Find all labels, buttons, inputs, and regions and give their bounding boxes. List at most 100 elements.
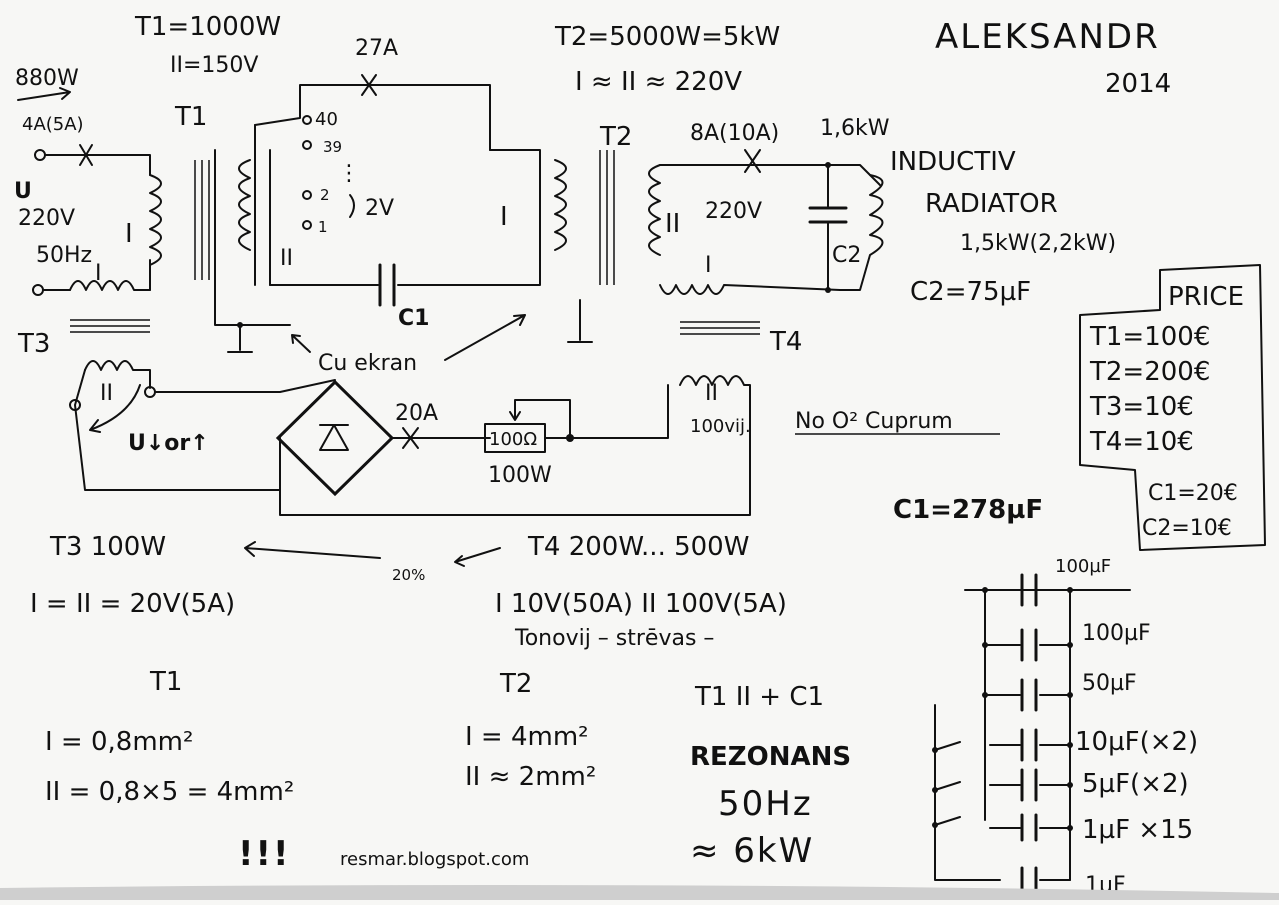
page-bottom-shadow xyxy=(0,884,1279,900)
bridge-return-wire xyxy=(279,429,751,516)
arrow-icon xyxy=(291,334,311,353)
t4-note: Tonovij – strēvas – xyxy=(514,626,714,651)
radiator-power: 1,5kW(2,2kW) xyxy=(960,231,1116,256)
rheostat-wiper xyxy=(509,384,669,439)
input-terminal-top xyxy=(34,149,46,161)
t2-voltage: I ≈ II ≈ 220V xyxy=(575,67,742,97)
bridge-rectifier xyxy=(275,379,395,497)
ground-node xyxy=(237,322,243,328)
t1-power: T1=1000W xyxy=(134,12,281,42)
cu-ekran-label: Cu ekran xyxy=(318,351,417,376)
resistor-power: 100W xyxy=(488,463,552,488)
price-c1: C1=20€ xyxy=(1148,481,1238,506)
cap-50uf: 50µF xyxy=(1082,671,1137,696)
resonance-line4: ≈ 6kW xyxy=(690,831,814,871)
t4-turns: 100vij. xyxy=(690,416,751,437)
input-frequency: 50Hz xyxy=(36,243,92,268)
bridge-current: 20A xyxy=(395,401,438,426)
t1-step-voltage: 2V xyxy=(365,196,394,221)
t2-primary-lead xyxy=(489,149,541,261)
input-u: U xyxy=(14,179,32,204)
t3-secondary-coil xyxy=(84,360,151,389)
t3-lead-left xyxy=(74,369,281,491)
adjust-arrow-icon xyxy=(89,384,141,433)
brace-icon xyxy=(349,194,355,218)
resonance-line1: T1 II + C1 xyxy=(694,682,824,712)
t4-core xyxy=(680,321,760,335)
t3-terminal xyxy=(69,399,81,411)
node-dot xyxy=(566,434,574,442)
no-o2-cuprum: No O² Cuprum xyxy=(795,409,953,434)
wires-t2-title: T2 xyxy=(499,669,532,699)
price-t4: T4=10€ xyxy=(1089,427,1194,457)
t2-label: T2 xyxy=(599,122,632,152)
resonance-line2: REZONANS xyxy=(690,742,851,772)
t2-voltage: 220V xyxy=(705,199,762,224)
node-dot xyxy=(825,162,831,168)
current-27a: 27A xyxy=(355,36,398,61)
t4-secondary-coil xyxy=(679,375,751,431)
fuse-20a-cross-icon xyxy=(402,427,419,449)
footer-url: resmar.blogspot.com xyxy=(340,849,529,870)
input-winding-label: I xyxy=(95,261,102,286)
cap-bank-rails xyxy=(984,589,1071,881)
fuse-27a-cross-icon xyxy=(361,74,377,96)
t1-secondary-leads xyxy=(254,124,271,286)
t1-tap-40: 40 xyxy=(315,109,338,130)
cap-100uf-b: 100µF xyxy=(1082,621,1151,646)
wires-t1-note: !!! xyxy=(238,834,291,874)
t1-primary-coil xyxy=(149,174,162,291)
cap-5uf: 5µF(×2) xyxy=(1082,769,1189,799)
wires-t2-secondary: II ≈ 2mm² xyxy=(465,762,596,792)
author-name: ALEKSANDR xyxy=(935,17,1160,57)
t2-primary-coil xyxy=(554,159,567,251)
radiator-label: RADIATOR xyxy=(925,189,1058,219)
cap-bank-switch-rail xyxy=(934,704,1001,881)
t1-to-t2-wire-top xyxy=(254,84,491,151)
t4-winding-label: II xyxy=(705,381,718,406)
arrow-icon xyxy=(444,314,526,361)
t3-voltage-spec: I = II = 20V(5A) xyxy=(30,589,235,619)
c1-label: C1 xyxy=(398,306,429,331)
c2-label: C2 xyxy=(832,243,861,268)
inductiv-label: INDUCTIV xyxy=(890,147,1016,177)
t4-primary-coil xyxy=(659,284,841,295)
t1-secondary-label: II xyxy=(280,246,293,271)
t2-primary-label: I xyxy=(500,202,508,232)
t2-winding-i: I xyxy=(705,253,712,278)
t3-core xyxy=(70,319,150,333)
t1-primary-label: I xyxy=(125,219,133,249)
t3-label: T3 xyxy=(17,329,50,359)
wires-t2-primary: I = 4mm² xyxy=(465,722,589,752)
diode-icon xyxy=(319,424,349,451)
t2-core xyxy=(599,150,615,285)
cap-10uf: 10µF(×2) xyxy=(1075,727,1198,757)
t3-u-adjust: U↓or↑ xyxy=(128,431,209,456)
t3-power-spec: T3 100W xyxy=(49,532,166,562)
price-title: PRICE xyxy=(1168,282,1244,312)
c2-capacitor xyxy=(808,206,848,224)
t2-secondary-label: II xyxy=(665,209,680,239)
wires-t1-secondary: II = 0,8×5 = 4mm² xyxy=(45,777,294,807)
price-c2: C2=10€ xyxy=(1142,516,1232,541)
ground-icon xyxy=(567,299,593,343)
node-dot xyxy=(825,287,831,293)
input-current: 4A(5A) xyxy=(22,114,84,135)
t1-label: T1 xyxy=(174,102,207,132)
t3-percent: 20% xyxy=(392,566,425,584)
price-t2: T2=200€ xyxy=(1089,357,1210,387)
t1-tap-39: 39 xyxy=(323,138,342,156)
wires-t1-title: T1 xyxy=(149,667,182,697)
t3-primary-coil xyxy=(69,259,151,291)
input-wire-top xyxy=(44,154,151,176)
tap-terminal-40 xyxy=(302,115,312,125)
resistor-value: 100Ω xyxy=(489,429,537,450)
inductive-heater-coil xyxy=(839,174,884,291)
t1-ground-wire xyxy=(214,149,291,326)
t2-output-wire xyxy=(659,164,881,186)
c1-value: C1=278µF xyxy=(893,495,1043,525)
t1-tap-1: 1 xyxy=(318,218,328,236)
wires-t1-primary: I = 0,8mm² xyxy=(45,727,193,757)
